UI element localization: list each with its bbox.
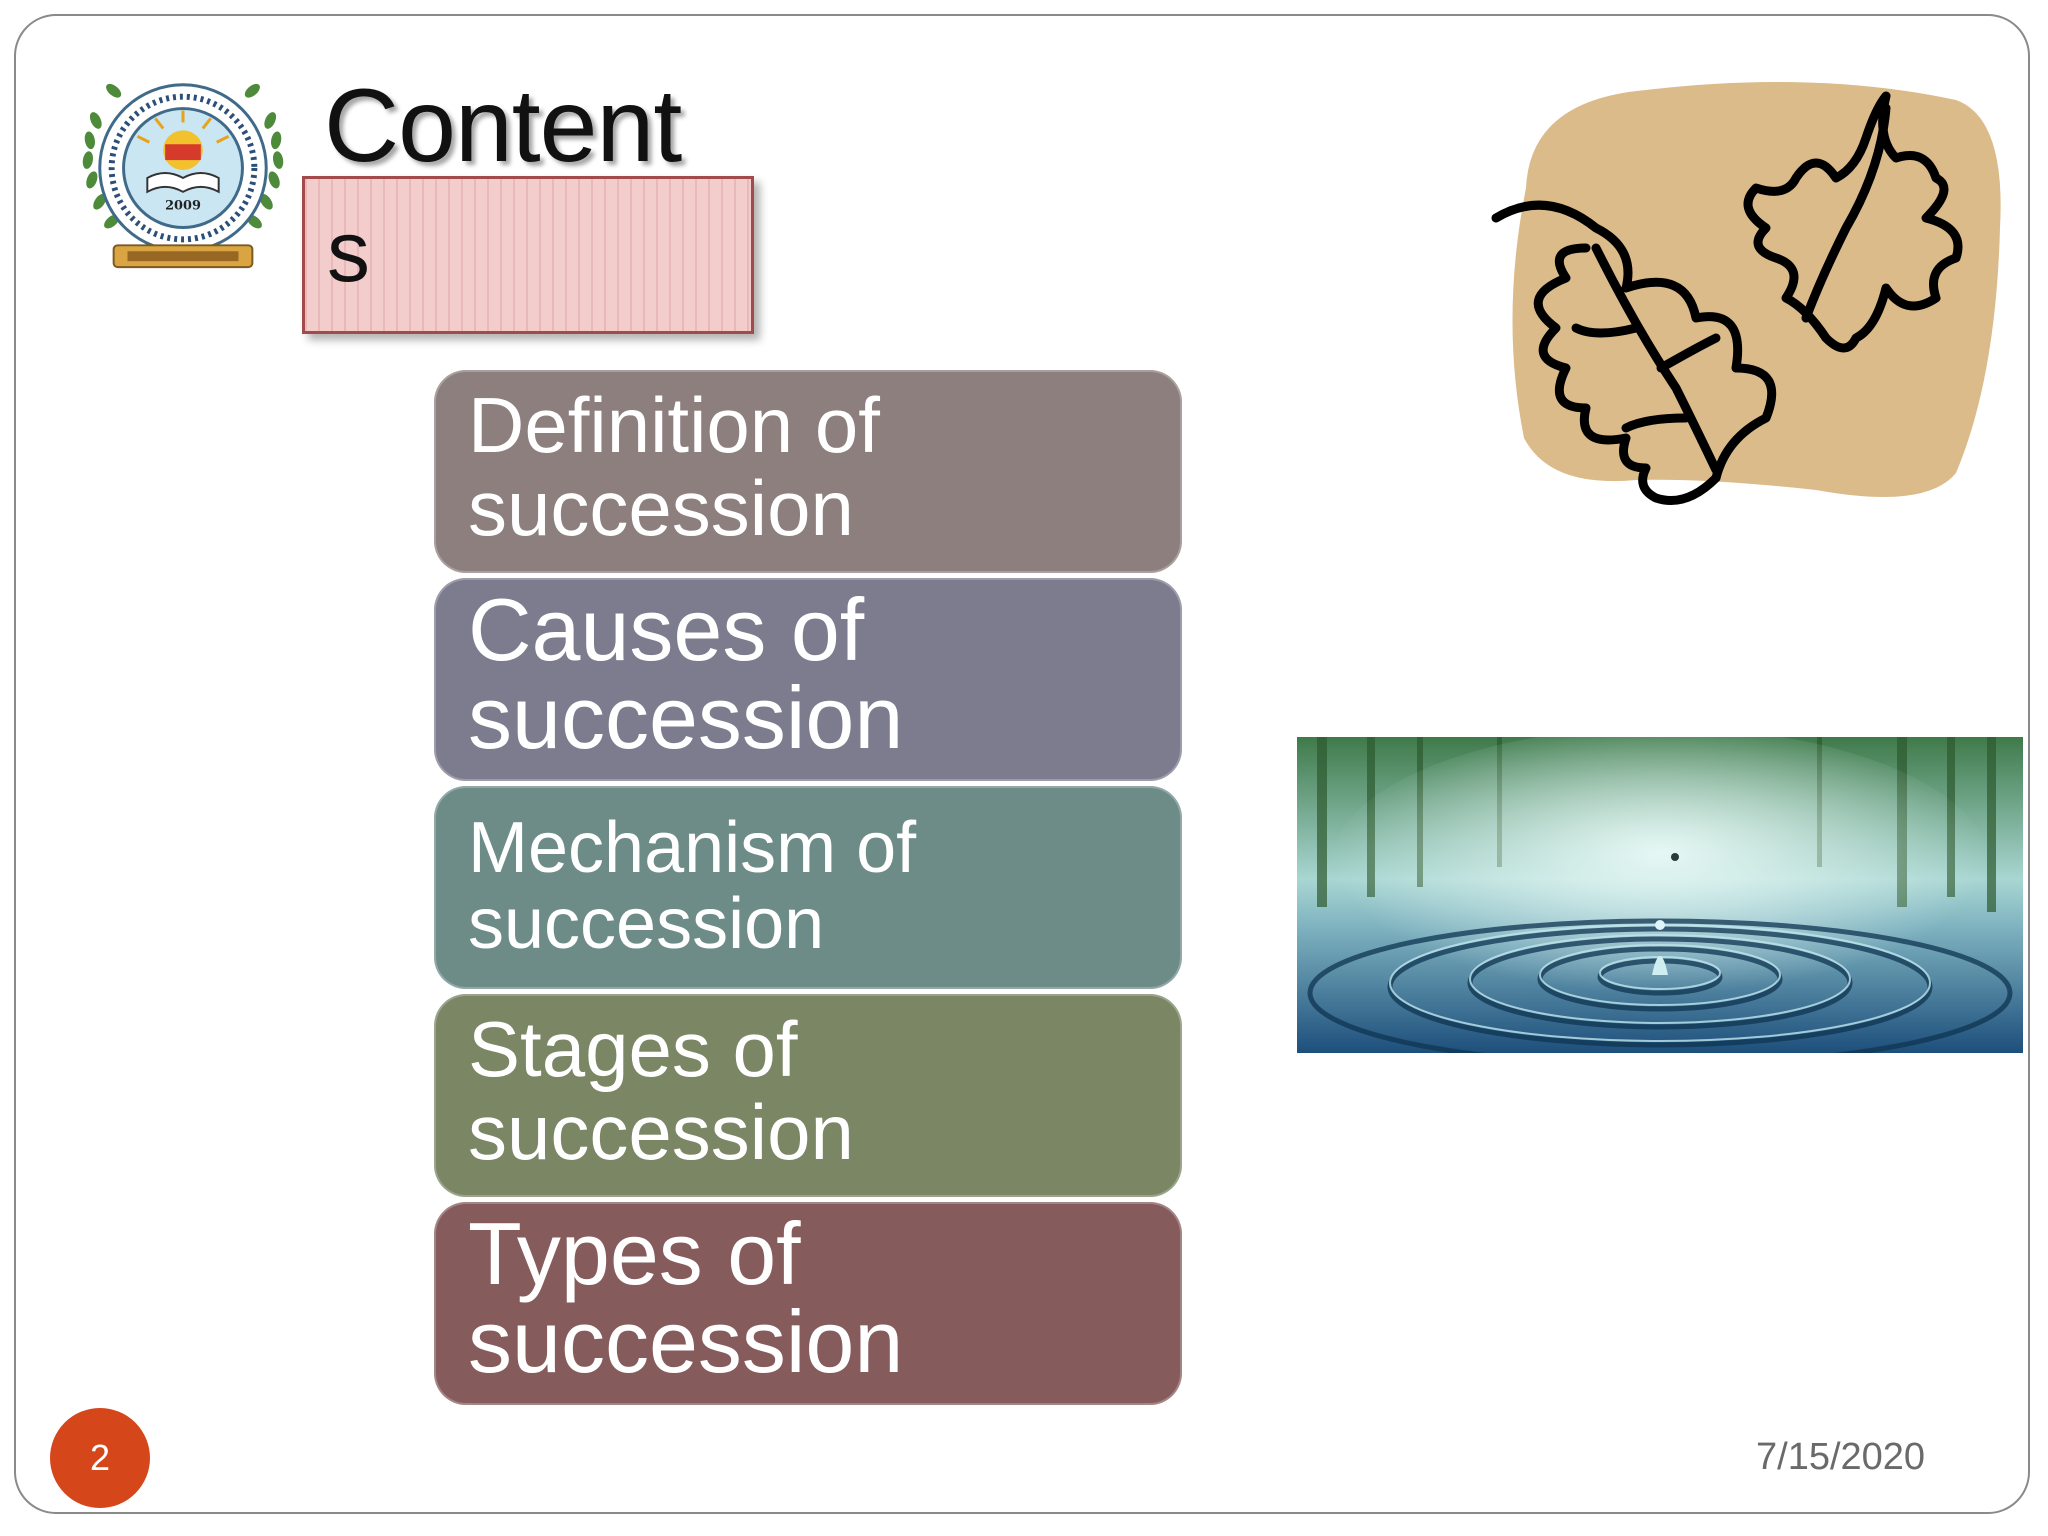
university-logo: 2009 [82,83,284,269]
slide-date: 7/15/2020 [1756,1436,1926,1478]
content-item-mechanism: Mechanism of succession [434,786,1182,989]
logo-year: 2009 [165,199,201,214]
content-item-types: Types of succession [434,1202,1182,1405]
autumn-leaves-clipart [1491,82,2001,505]
page-title: Content [324,68,682,184]
content-item-stages: Stages of succession [434,994,1182,1197]
title-continuation: s [327,204,370,300]
content-item-causes: Causes of succession [434,578,1182,781]
page-number-badge: 2 [50,1408,150,1508]
content-item-definition: Definition of succession [434,370,1182,573]
title-box: s [302,176,754,334]
water-drop-ripples-photo [1297,737,2023,1053]
slide: 2009 Content s [14,14,2030,1514]
